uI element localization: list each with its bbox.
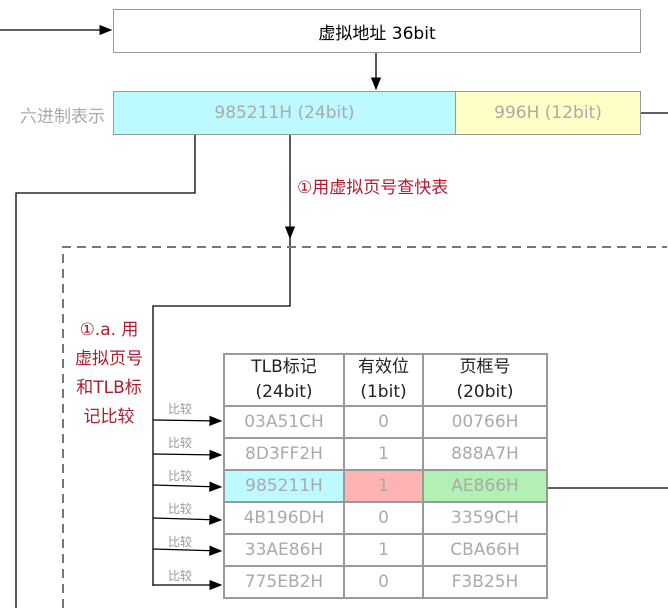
header-text: (1bit) [360,382,407,402]
tlb-tag-cell: 03A51CH [223,405,345,439]
valid-bit-cell: 0 [343,405,424,439]
tlb-tag-cell: 33AE86H [223,533,345,567]
header-text: (24bit) [255,382,313,402]
header-text: (20bit) [456,382,514,402]
compare-label: 比较 [168,502,193,516]
step1a-line: ①.a. 用 [79,320,139,340]
header-text: TLB标记 [251,357,317,377]
valid-bit-cell: 1 [343,533,424,567]
valid-bit-cell: 1 [343,437,424,471]
valid-bit-cell: 0 [343,565,424,599]
frame-number-cell: AE866H [422,469,548,503]
header-frame-number: 页框号 (20bit) [422,353,548,407]
step1a-line: 和TLB标 [76,378,142,398]
tlb-table: TLB标记 (24bit) 有效位 (1bit) 页框号 (20bit) 03A51C… [223,353,548,599]
hex-label: 六进制表示 [20,107,105,127]
header-tlb-tag: TLB标记 (24bit) [223,353,345,407]
step1a-line: 记比较 [83,407,135,427]
frame-number-cell: 3359CH [422,501,548,535]
tlb-tag-cell: 775EB2H [223,565,345,599]
header-valid-bit: 有效位 (1bit) [343,353,424,407]
compare-label: 比较 [168,436,193,450]
valid-bit-cell: 0 [343,501,424,535]
header-text: 页框号 [459,357,511,377]
tlb-tag-cell: 8D3FF2H [223,437,345,471]
page-offset: 996H (12bit) [455,91,641,135]
frame-number-cell: 888A7H [422,437,548,471]
step1a-label: ①.a. 用 虚拟页号 和TLB标 记比较 [64,316,154,432]
frame-number-cell: 00766H [422,405,548,439]
virtual-address-box: 虚拟地址 36bit [113,9,641,53]
frame-number-cell: CBA66H [422,533,548,567]
step1a-line: 虚拟页号 [75,349,143,369]
tlb-tag-cell: 985211H [223,469,345,503]
frame-number-cell: F3B25H [422,565,548,599]
valid-bit-cell: 1 [343,469,424,503]
virtual-page-number: 985211H (24bit) [113,91,456,135]
header-text: 有效位 [358,357,409,377]
compare-label: 比较 [168,469,193,483]
tlb-tag-cell: 4B196DH [223,501,345,535]
step1-label: ①用虚拟页号查快表 [297,178,449,198]
compare-label: 比较 [168,569,193,583]
compare-label: 比较 [168,535,193,549]
compare-label: 比较 [168,402,193,416]
